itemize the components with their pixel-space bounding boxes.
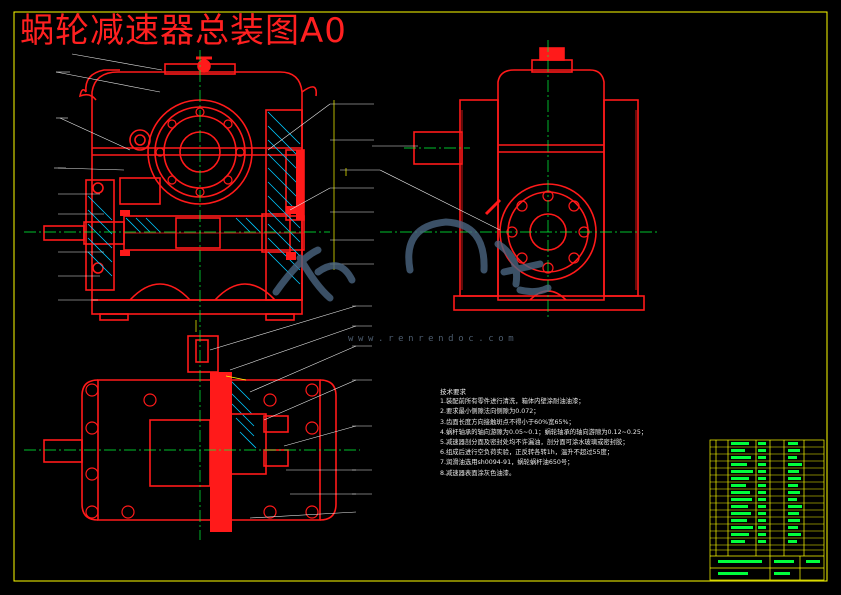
side-view [413, 47, 645, 311]
technical-requirements: 技术要求 1.装配前所有零件进行清洗，箱体内壁涂耐油油漆； 2.要求最小侧隙法向… [440, 387, 710, 479]
requirement-line: 6.组成后进行空负荷实验，正反转各转1h，温升不超过55度； [440, 449, 614, 457]
section-hatching [87, 111, 301, 449]
parts-list-entries [718, 442, 820, 575]
watermark-logo [272, 218, 552, 302]
requirement-line: 7.润滑油选用sh0094-91，蜗轮蜗杆油650号； [440, 459, 574, 467]
center-lines [24, 40, 660, 540]
technical-requirements-title: 技术要求 [440, 388, 466, 396]
drawing-frame [13, 11, 828, 582]
requirement-line: 1.装配前所有零件进行清洗，箱体内壁涂耐油油漆； [440, 398, 585, 406]
requirement-line: 4.蜗杆轴承的轴向游隙为0.05~0.1；蜗轮轴承的轴向游隙为0.12~0.25… [440, 428, 648, 436]
watermark-text: www.renrendoc.com [348, 334, 519, 344]
requirement-line: 5.减速器剖分面及密封处均不许漏油，剖分面可涂水玻璃或密封胶； [440, 439, 629, 447]
leader-lines [54, 53, 501, 519]
parts-list-table [709, 439, 825, 581]
requirement-line: 8.减速器表面涂灰色油漆。 [440, 469, 516, 477]
worm-shaft [43, 213, 305, 253]
drawing-title: 蜗轮减速器总装图A0 [20, 11, 347, 51]
front-view [78, 56, 318, 321]
requirement-line: 2.要求最小侧隙法向侧隙为0.072； [440, 408, 540, 416]
requirement-line: 3.齿面长度方向接触斑点不得小于60%宽65%； [440, 418, 575, 426]
